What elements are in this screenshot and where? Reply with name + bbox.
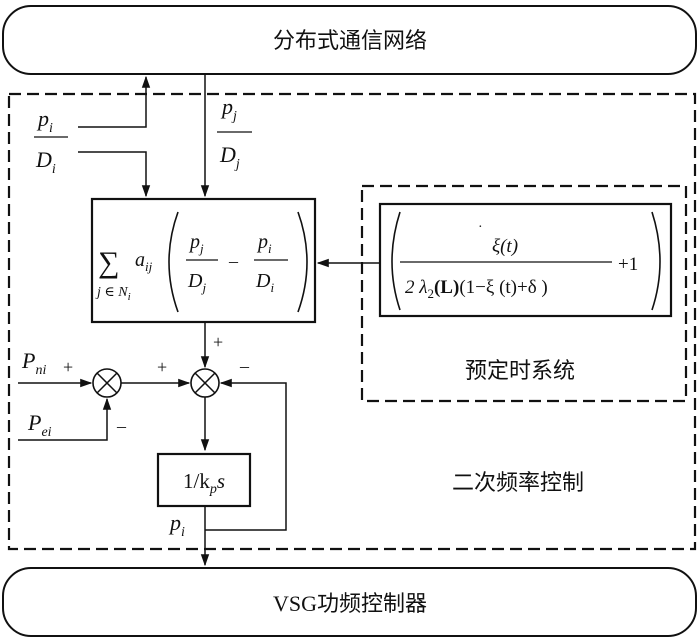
vsg-controller-bar: VSG功频控制器 — [2, 567, 697, 637]
frac-Dj: Dj — [187, 270, 206, 295]
gain-plus-one: +1 — [618, 254, 638, 275]
sum-symbol: ∑ — [98, 246, 119, 279]
junction-signs: + – + + – — [63, 332, 250, 436]
secondary-control-region — [7, 92, 697, 551]
communication-network-label: 分布式通信网络 — [273, 28, 427, 53]
gain-block — [378, 202, 673, 318]
summing-junction-2 — [190, 368, 220, 398]
dot-accent: · — [478, 220, 483, 235]
pi-to-network-line — [78, 75, 151, 128]
frac-pi: pi — [256, 231, 272, 256]
network-pj-labels: pj Dj — [217, 94, 252, 172]
sum1-minus-sign: – — [116, 416, 127, 436]
communication-network-bar: 分布式通信网络 — [2, 5, 697, 75]
prescribed-time-label: 预定时系统 — [465, 358, 575, 383]
Pni-label: Pni — [21, 348, 46, 378]
frac-Di: Di — [255, 270, 274, 295]
integrator-block — [156, 452, 252, 508]
output-pi-label: pi — [168, 510, 185, 540]
left-input-labels: pi Di — [34, 106, 68, 177]
sum-index: j ∈ Ni — [95, 285, 131, 303]
vsg-controller-label: VSG功频控制器 — [273, 591, 427, 616]
weight-a: aij — [135, 249, 153, 274]
gain-denominator-left: 2 λ2(L)(1−ξ (t)+δ ) — [405, 277, 548, 301]
left-Di-label: Di — [35, 147, 56, 177]
frac-pj: pj — [188, 231, 204, 256]
sum2-left-plus-sign: + — [157, 357, 167, 377]
sum2-right-minus-sign: – — [239, 356, 250, 376]
feedback-loop-line — [205, 378, 287, 531]
summing-junction-1 — [92, 368, 122, 398]
Pei-to-sum1-line — [18, 397, 112, 441]
sum2-top-plus-sign: + — [213, 332, 223, 352]
left-pi-label: pi — [36, 106, 53, 136]
Pei-label: Pei — [27, 410, 52, 440]
top-pj-label: pj — [220, 94, 237, 124]
gain-numerator: ξ(t) — [492, 236, 518, 257]
prescribed-time-region — [360, 184, 688, 403]
consensus-minus: – — [228, 251, 239, 271]
sum1-plus-sign: + — [63, 357, 73, 377]
gain-expression: ξ(t) · 2 λ2(L)(1−ξ (t)+δ ) +1 — [391, 211, 661, 311]
integrator-label: 1/kps — [183, 469, 225, 497]
top-Dj-label: Dj — [219, 142, 240, 172]
secondary-control-label: 二次频率控制 — [452, 470, 584, 495]
Di-to-consensus-line — [78, 151, 151, 198]
consensus-expression: ∑ j ∈ Ni aij pj Dj – pi Di — [95, 211, 308, 313]
